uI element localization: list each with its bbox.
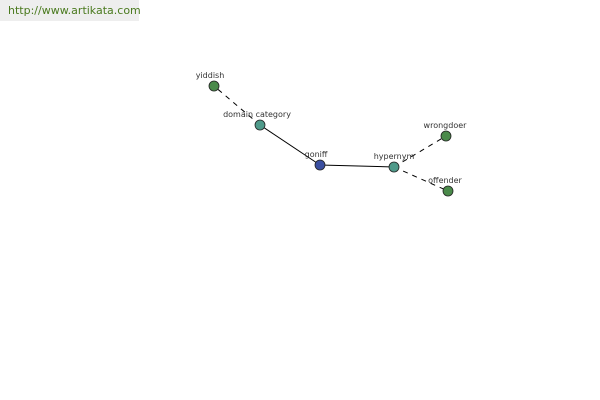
node-label-wrongdoer: wrongdoer xyxy=(424,121,468,130)
edge-hypernym-wrongdoer xyxy=(393,135,447,168)
watermark-banner: http://www.artikata.com xyxy=(0,0,141,21)
graph-edges xyxy=(213,85,449,192)
node-label-yiddish: yiddish xyxy=(196,71,225,80)
watermark-url: http://www.artikata.com xyxy=(8,4,141,17)
graph-labels: goniff domain category yiddish hypernym wron… xyxy=(196,71,467,185)
node-label-offender: offender xyxy=(428,176,462,185)
node-offender[interactable] xyxy=(442,185,454,197)
node-hypernym[interactable] xyxy=(388,161,400,173)
edge-goniff-hypernym xyxy=(319,164,395,168)
node-label-goniff: goniff xyxy=(305,150,328,159)
node-yiddish[interactable] xyxy=(208,80,220,92)
edge-domain-category-yiddish xyxy=(213,85,261,126)
node-label-hypernym: hypernym xyxy=(374,152,415,161)
edge-goniff-domain-category xyxy=(259,124,321,166)
node-domain-category[interactable] xyxy=(254,119,266,131)
node-label-domain-category: domain category xyxy=(223,110,291,119)
node-wrongdoer[interactable] xyxy=(440,130,452,142)
graph-nodes xyxy=(208,80,454,197)
node-goniff[interactable] xyxy=(314,159,326,171)
